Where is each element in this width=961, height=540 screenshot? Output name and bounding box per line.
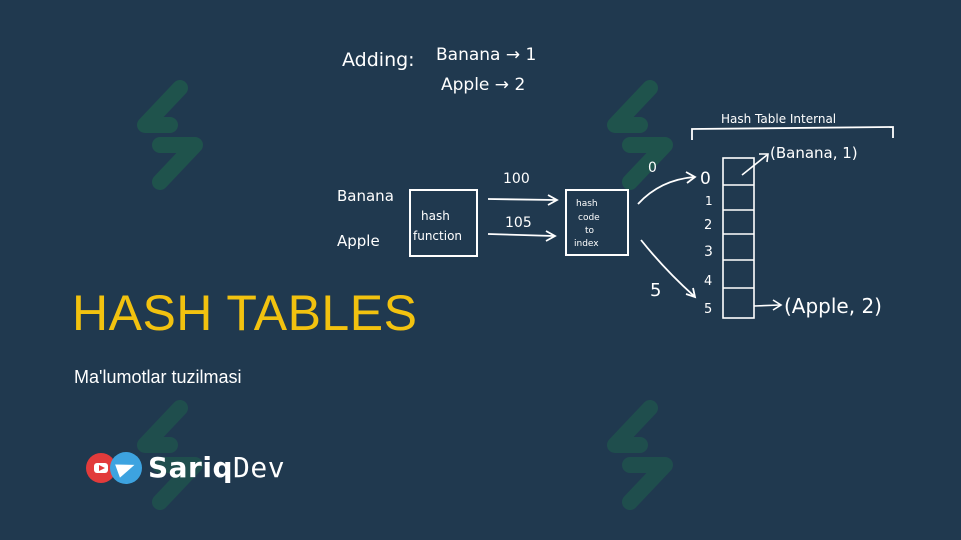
- brand-name: SariqDev: [148, 454, 285, 482]
- brand-name-part-2: Dev: [233, 451, 286, 484]
- hash-table-cells: [722, 157, 755, 319]
- adding-line-1: Banana → 1: [436, 45, 536, 65]
- input-banana: Banana: [337, 187, 394, 205]
- arrow-head-105: [545, 230, 557, 242]
- hash-value-100: 100: [503, 171, 530, 187]
- index-box-line-3: to: [585, 226, 595, 236]
- arrow-head-0: [685, 171, 697, 184]
- brand-name-part-1: Sariq: [148, 451, 234, 484]
- arrow-head-100: [547, 194, 559, 206]
- table-header: Hash Table Internal: [721, 112, 836, 126]
- table-index-4: 4: [704, 274, 712, 289]
- arrow-entry-banana: [741, 154, 768, 176]
- hash-function-line-1: hash: [421, 209, 450, 223]
- arrow-hash-105: [487, 233, 555, 237]
- entry-apple: (Apple, 2): [784, 294, 882, 318]
- hash-value-105: 105: [505, 215, 532, 231]
- arrow-entry-apple: [753, 304, 781, 307]
- table-index-3: 3: [704, 244, 713, 260]
- table-index-1: 1: [705, 194, 713, 208]
- adding-line-2: Apple → 2: [441, 75, 525, 95]
- index-box-line-1: hash: [576, 199, 598, 209]
- arrow-to-index-5: [640, 239, 695, 297]
- telegram-icon: [110, 452, 142, 484]
- arrow-head-banana: [759, 153, 769, 163]
- hash-function-line-2: function: [413, 229, 462, 243]
- page-subtitle: Ma'lumotlar tuzilmasi: [74, 367, 242, 387]
- hash-to-index-box: [565, 189, 629, 256]
- index-arrow-label-0: 0: [648, 160, 657, 176]
- index-arrow-label-5: 5: [650, 280, 661, 301]
- arrow-head-5: [685, 287, 697, 299]
- index-box-line-2: code: [578, 213, 600, 223]
- index-box-line-4: index: [574, 239, 599, 249]
- table-index-2: 2: [704, 218, 712, 233]
- input-apple: Apple: [337, 232, 380, 250]
- arrow-to-index-0: [637, 176, 695, 205]
- adding-label: Adding:: [342, 49, 415, 71]
- arrow-hash-100: [487, 198, 557, 201]
- hash-function-box: [409, 189, 478, 257]
- entry-banana: (Banana, 1): [770, 144, 858, 162]
- table-index-0: 0: [700, 169, 711, 189]
- page-title: HASH TABLES: [72, 285, 418, 341]
- table-header-bracket: [691, 126, 894, 140]
- arrow-head-apple: [772, 299, 783, 311]
- table-index-5: 5: [704, 302, 712, 317]
- brand-logo: SariqDev: [86, 450, 285, 486]
